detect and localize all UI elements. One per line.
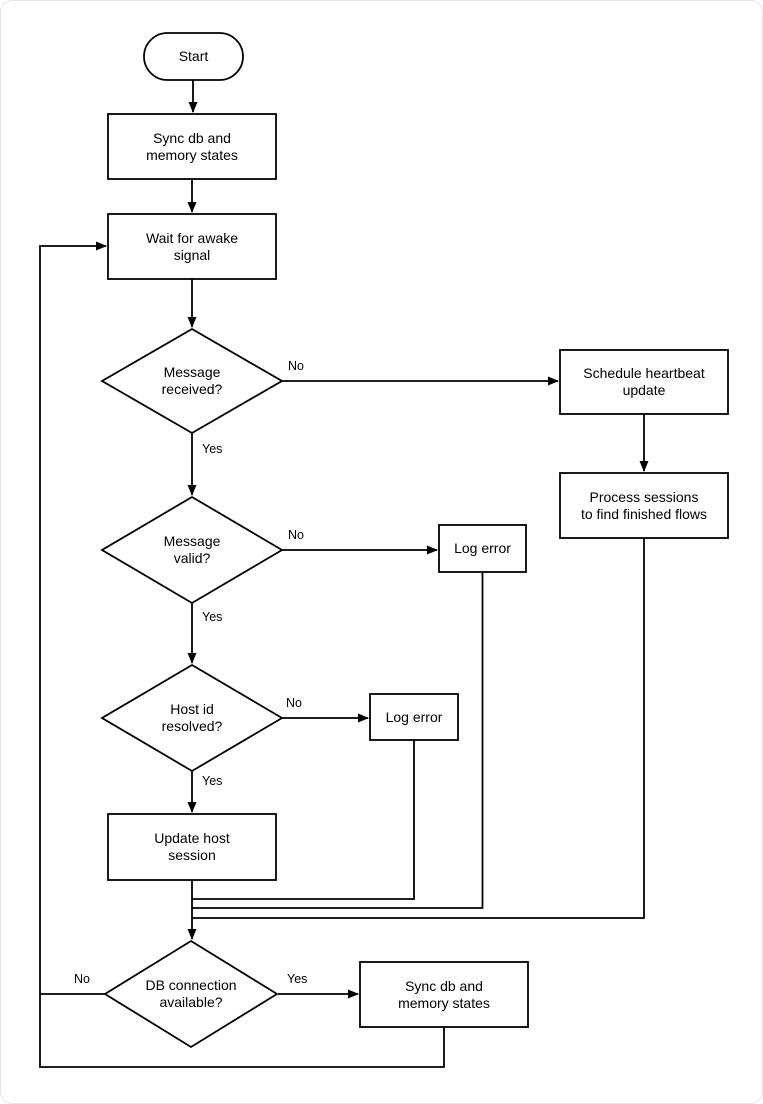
- start-terminator-shape: [143, 32, 244, 81]
- log-error-1-box: [438, 524, 527, 573]
- edge-log-error-2-merge-connector: [192, 740, 415, 900]
- sync-db-top-box: [107, 113, 277, 180]
- db-connection-diamond: [103, 939, 279, 1049]
- sync-db-bottom-box: [359, 961, 529, 1028]
- edge-process-sessions-merge-connector: [192, 538, 645, 919]
- host-id-diamond: [100, 663, 284, 773]
- wait-awake-box: [107, 213, 277, 280]
- log-error-2-box: [369, 693, 459, 741]
- process-sessions-box: [559, 472, 729, 539]
- edge-log-error-1-merge-connector: [192, 572, 484, 909]
- schedule-heartbeat-box: [559, 349, 729, 415]
- update-host-box: [107, 813, 277, 881]
- edge-loop-back-to-wait-connector: [39, 241, 445, 1068]
- message-received-diamond: [100, 327, 284, 435]
- message-valid-diamond: [100, 495, 284, 605]
